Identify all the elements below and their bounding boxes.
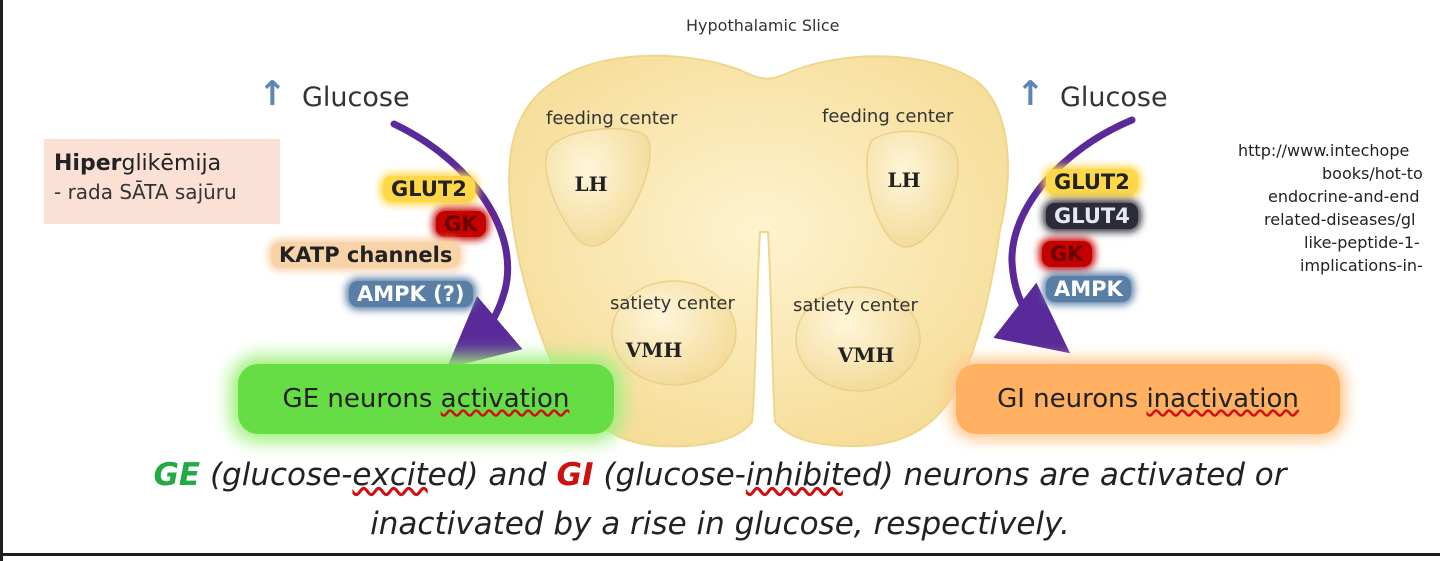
satiety-center-label-left: satiety center [610, 293, 735, 314]
caption-line-2: inactivated by a rise in glucose, respec… [370, 506, 1070, 542]
vmh-label-left: VMH [625, 338, 683, 362]
arrow-left-curve [390, 120, 523, 369]
lh-region-right [866, 130, 959, 248]
caption-line-1: GE (glucose-excited) and GI (glucose-inh… [0, 457, 1440, 493]
slice-title: Hypothalamic Slice [686, 16, 840, 35]
caption-part3: (glucose- [593, 457, 746, 493]
note-title: Hiperglikēmija [54, 151, 280, 176]
url-line: http://www.intechope [1238, 141, 1410, 160]
ge-box-text: GE neurons activation [283, 384, 570, 414]
gi-neurons-inactivation-box: GI neurons inactivation [956, 364, 1340, 434]
hyperglycemia-note: Hiperglikēmija - rada SĀTA sajūru [44, 139, 280, 224]
lh-label-right: LH [888, 168, 921, 192]
source-url: http://www.intechope books/hot-to endocr… [1190, 139, 1440, 277]
frame-border-left [0, 0, 3, 561]
caption-gi: GI [556, 457, 594, 493]
glucose-label-left: Glucose [302, 82, 410, 113]
url-line: related-diseases/gl [1264, 210, 1416, 229]
caption-part2: ed) and [427, 457, 557, 493]
note-rest-part: glikēmija [121, 151, 222, 176]
marker-ampk-left: AMPK (?) [349, 281, 473, 307]
lh-region-left [545, 127, 651, 247]
feeding-center-label-left: feeding center [546, 108, 678, 129]
vmh-region-right [795, 286, 921, 392]
arrow-right-curve [993, 116, 1136, 354]
gi-box-text: GI neurons inactivation [997, 384, 1299, 414]
glucose-label-right: Glucose [1060, 82, 1168, 113]
up-arrow-icon: ↑ [258, 74, 287, 114]
url-line: endocrine-and-end [1268, 187, 1420, 206]
marker-ampk-right: AMPK [1046, 276, 1131, 302]
caption-excit: excit [352, 457, 428, 493]
gi-box-underlined: inactivation [1146, 384, 1299, 414]
ge-box-prefix: GE neurons [282, 384, 441, 414]
url-line: like-peptide-1- [1304, 233, 1420, 252]
gi-box-prefix: GI neurons [997, 384, 1147, 414]
marker-glut2-left: GLUT2 [383, 176, 475, 202]
satiety-center-label-right: satiety center [793, 295, 918, 316]
marker-glut4-right: GLUT4 [1046, 203, 1138, 229]
caption-part1: (glucose- [200, 457, 353, 493]
marker-katp-left: KATP channels [271, 242, 461, 268]
lh-label-left: LH [575, 172, 608, 196]
vmh-label-right: VMH [837, 343, 895, 367]
caption-inhibit: inhibit [745, 457, 843, 493]
frame-border-bottom [0, 553, 1440, 556]
marker-gk-left: GK [436, 211, 486, 237]
marker-gk-right: GK [1042, 241, 1092, 267]
caption-part4: ed) neurons are activated or [842, 457, 1287, 493]
note-subtitle: - rada SĀTA sajūru [54, 180, 237, 204]
url-line: books/hot-to [1322, 164, 1423, 183]
up-arrow-icon: ↑ [1016, 74, 1045, 114]
vmh-region-left [611, 280, 737, 386]
ge-neurons-activation-box: GE neurons activation [238, 364, 614, 434]
caption-ge: GE [153, 457, 201, 493]
marker-glut2-right: GLUT2 [1046, 169, 1138, 195]
note-bold-part: Hiper [54, 151, 122, 176]
ge-box-underlined: activation [440, 384, 570, 414]
feeding-center-label-right: feeding center [822, 106, 954, 127]
url-line: implications-in- [1300, 256, 1423, 275]
